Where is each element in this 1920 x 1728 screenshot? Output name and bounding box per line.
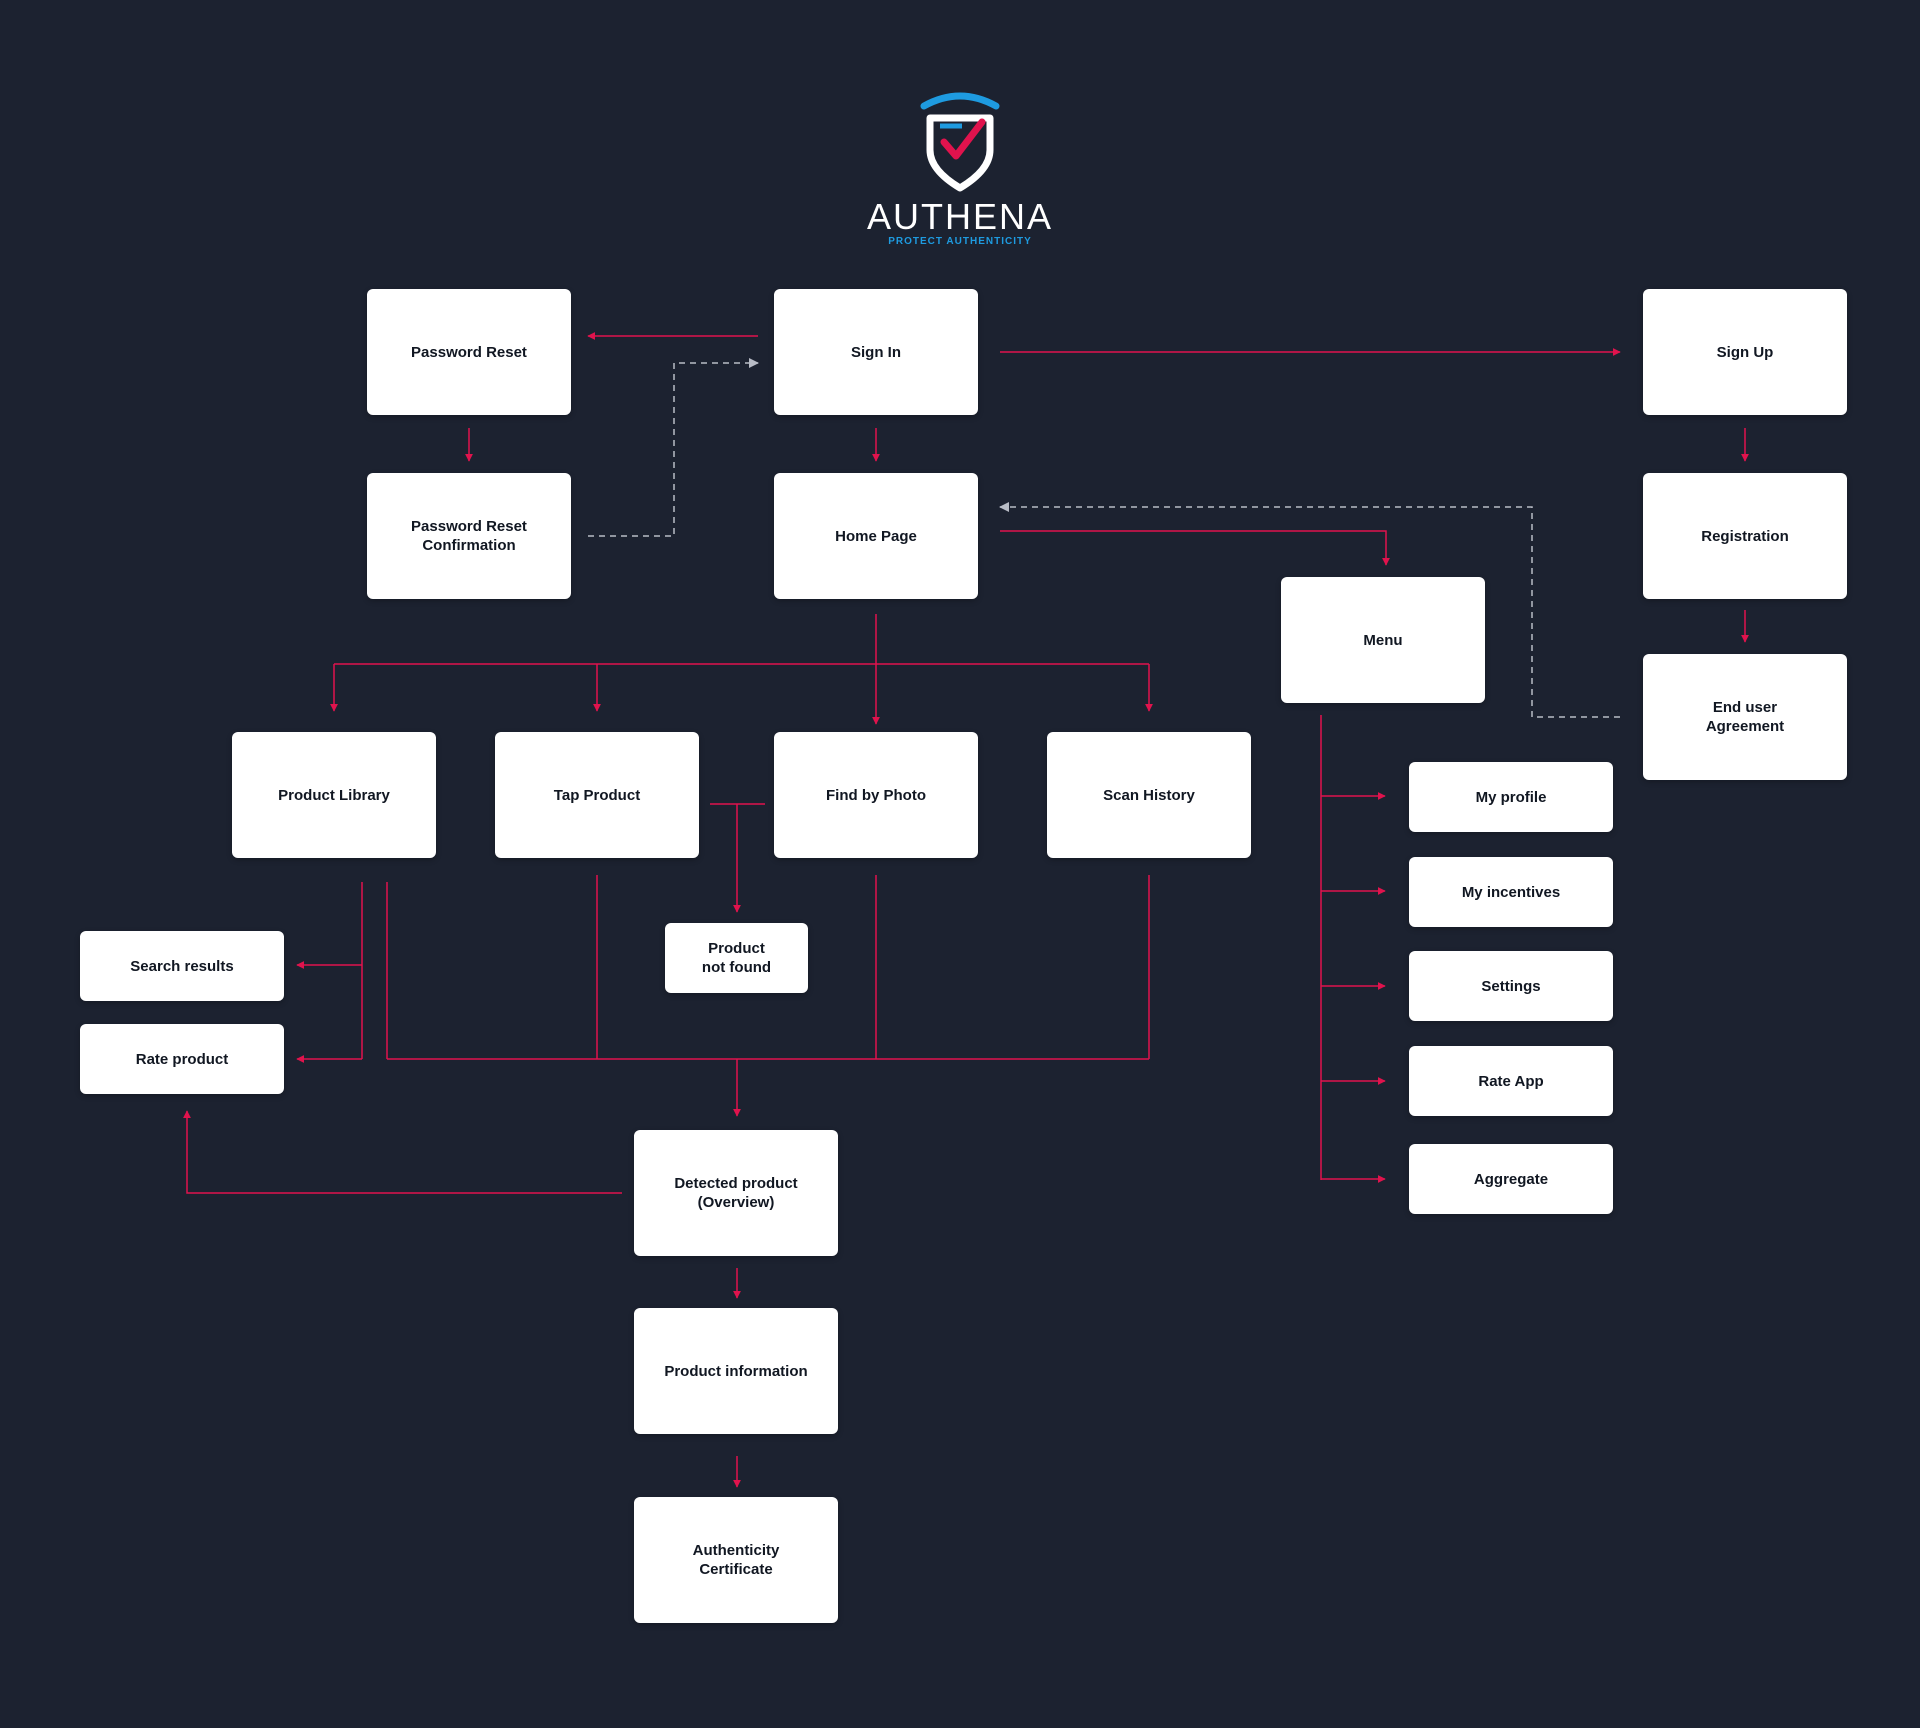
node-product-not-found[interactable]: Product not found (665, 923, 808, 993)
node-tap-product[interactable]: Tap Product (495, 732, 699, 858)
node-settings[interactable]: Settings (1409, 951, 1613, 1021)
node-my-incentives[interactable]: My incentives (1409, 857, 1613, 927)
node-sign-up[interactable]: Sign Up (1643, 289, 1847, 415)
node-find-by-photo[interactable]: Find by Photo (774, 732, 978, 858)
node-search-results[interactable]: Search results (80, 931, 284, 1001)
node-rate-product[interactable]: Rate product (80, 1024, 284, 1094)
link-detected-rateproduct (183, 1110, 622, 1194)
link-confirmation-signin (588, 358, 759, 537)
node-menu[interactable]: Menu (1281, 577, 1485, 703)
node-password-reset-confirmation[interactable]: Password Reset Confirmation (367, 473, 571, 599)
node-password-reset[interactable]: Password Reset (367, 289, 571, 415)
node-aggregate[interactable]: Aggregate (1409, 1144, 1613, 1214)
node-end-user-agreement[interactable]: End user Agreement (1643, 654, 1847, 780)
node-scan-history[interactable]: Scan History (1047, 732, 1251, 858)
brand-tagline: PROTECT AUTHENTICITY (888, 236, 1032, 247)
shield-check-icon (920, 92, 1000, 192)
node-rate-app[interactable]: Rate App (1409, 1046, 1613, 1116)
node-sign-in[interactable]: Sign In (774, 289, 978, 415)
node-authenticity-certificate[interactable]: Authenticity Certificate (634, 1497, 838, 1623)
node-home-page[interactable]: Home Page (774, 473, 978, 599)
node-product-library[interactable]: Product Library (232, 732, 436, 858)
node-product-information[interactable]: Product information (634, 1308, 838, 1434)
brand-name: AUTHENA (866, 196, 1054, 237)
brand-logo: AUTHENA PROTECT AUTHENTICITY (840, 92, 1080, 262)
link-home-menu (1000, 530, 1390, 566)
node-detected-product[interactable]: Detected product (Overview) (634, 1130, 838, 1256)
node-registration[interactable]: Registration (1643, 473, 1847, 599)
node-my-profile[interactable]: My profile (1409, 762, 1613, 832)
